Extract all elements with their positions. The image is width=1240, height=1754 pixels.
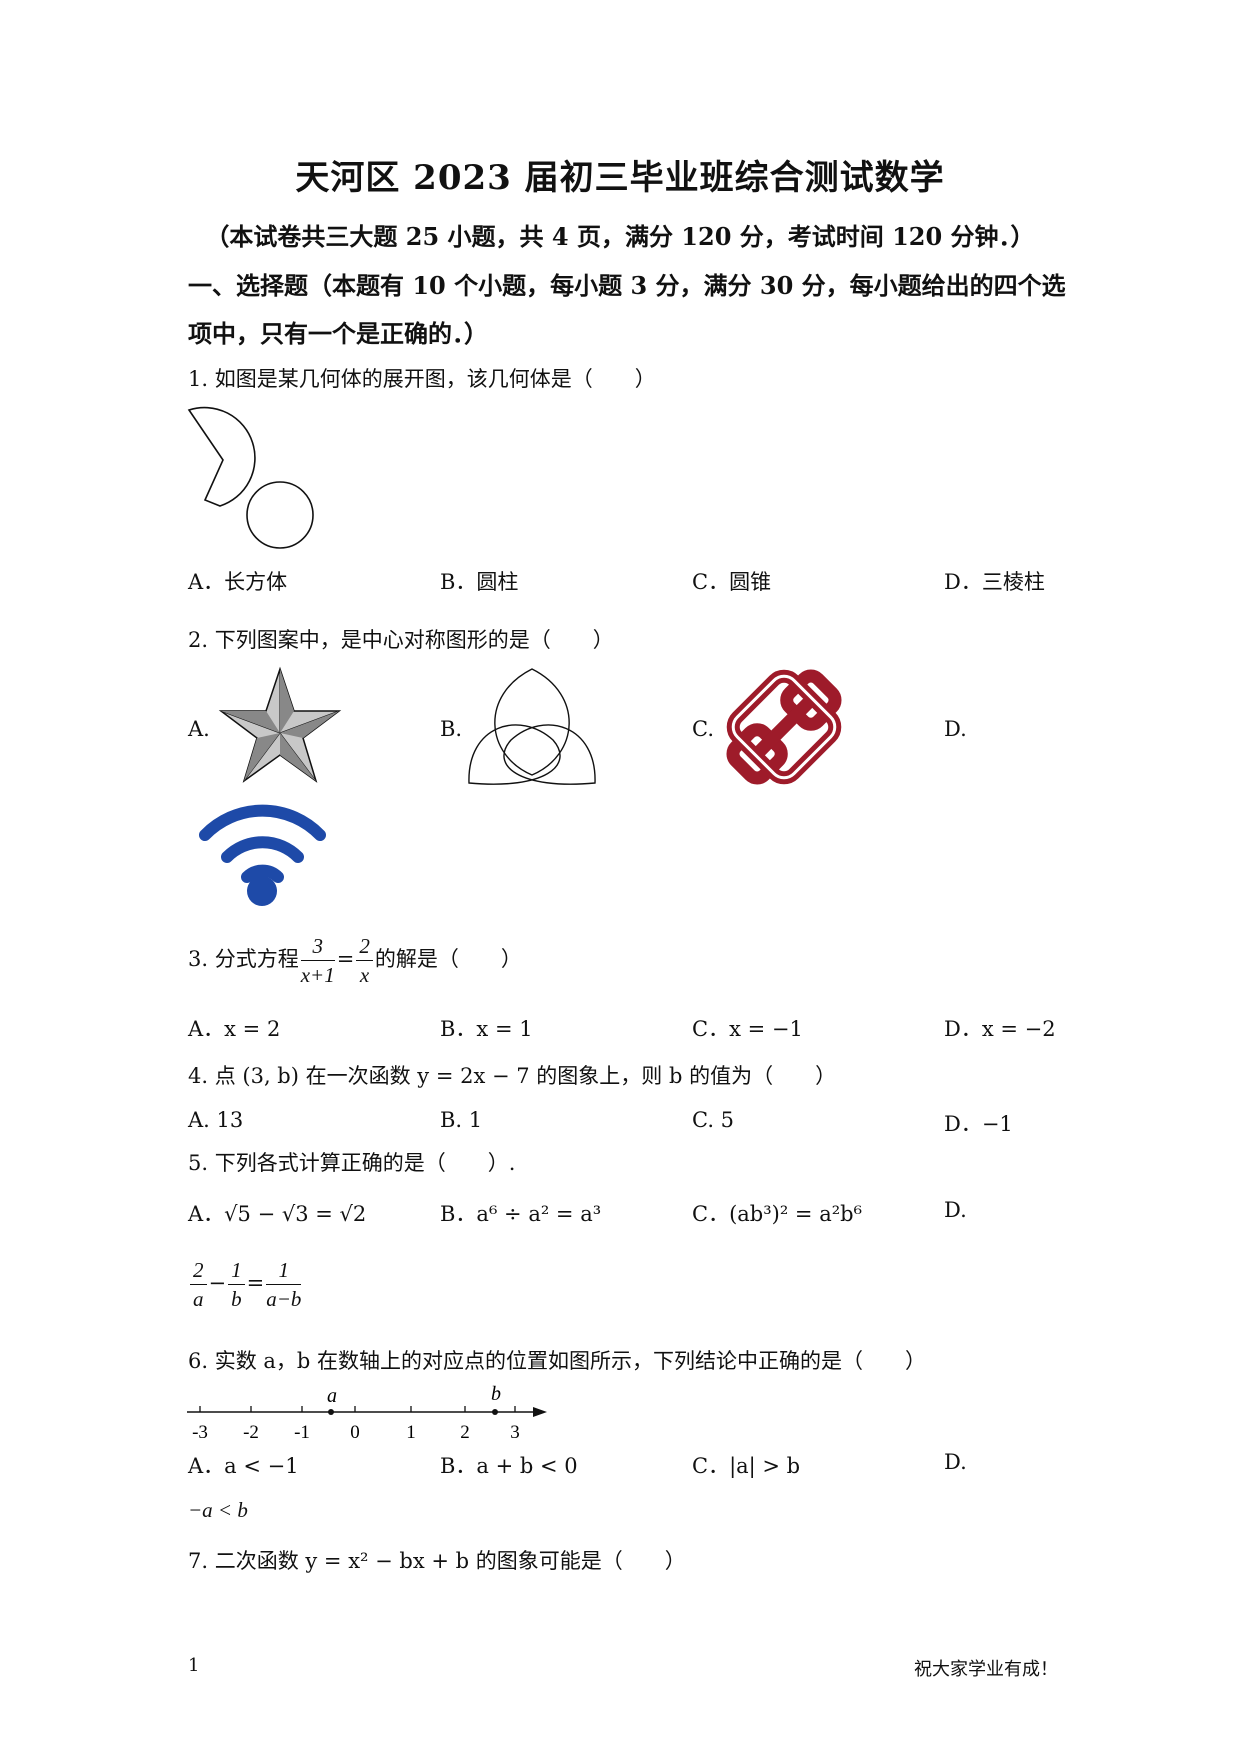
q2-option-b[interactable]: B. [440, 717, 463, 741]
question-2: 2. 下列图案中，是中心对称图形的是（ ） [188, 628, 614, 652]
q5-option-c[interactable]: C．(ab³)² = a²b⁶ [692, 1202, 862, 1226]
q3-equals: = [336, 947, 355, 971]
q3-option-b[interactable]: B．x = 1 [440, 1017, 533, 1041]
q5-option-a[interactable]: A．√5 − √3 = √2 [188, 1202, 367, 1226]
q1-option-d[interactable]: D．三棱柱 [944, 570, 1045, 594]
question-1: 1. 如图是某几何体的展开图，该几何体是（ ） [188, 367, 656, 391]
triquetra-icon [468, 668, 596, 785]
q5d-den-3: a−b [266, 1287, 302, 1311]
q5d-equals: = [246, 1271, 265, 1295]
q5d-num-1: 2 [190, 1256, 207, 1285]
q3-option-d[interactable]: D．x = −2 [944, 1017, 1056, 1041]
section-heading: 一、选择题（本题有 10 个小题，每小题 3 分，满分 30 分，每小题给出的四… [188, 271, 1066, 348]
tick-label: -1 [294, 1422, 310, 1443]
net-diagram [187, 406, 314, 549]
question-7: 7. 二次函数 y = x² − bx + b 的图象可能是（ ） [188, 1549, 686, 1573]
q4-option-b[interactable]: B. 1 [440, 1108, 483, 1132]
tick-label: -2 [243, 1422, 259, 1443]
footer-slogan: 祝大家学业有成！ [914, 1659, 1058, 1680]
q3-suffix: 的解是（ ） [374, 947, 522, 971]
q5d-num-2: 1 [228, 1256, 245, 1285]
knot-logo-icon [726, 669, 842, 785]
q3-den-1: x+1 [300, 963, 335, 987]
question-6: 6. 实数 a，b 在数轴上的对应点的位置如图所示，下列结论中正确的是（ ） [188, 1349, 927, 1373]
q4-option-a[interactable]: A. 13 [188, 1108, 244, 1132]
exam-title: 天河区 2023 届初三毕业班综合测试数学 [295, 158, 945, 198]
tick-label: -3 [192, 1422, 208, 1443]
tick-label: 1 [406, 1422, 416, 1443]
q1-option-b[interactable]: B．圆柱 [440, 570, 519, 594]
q5d-num-3: 1 [266, 1256, 302, 1285]
q6-option-c[interactable]: C．|a| > b [692, 1454, 801, 1478]
tick-label: 0 [350, 1422, 360, 1443]
q3-den-2: x [359, 963, 370, 987]
tick-label: 3 [510, 1422, 520, 1443]
number-line: -3 -2 -1 0 1 2 3 a b [187, 1383, 547, 1443]
q3-num-2: 2 [356, 932, 373, 961]
q5-option-d[interactable]: D. [944, 1198, 967, 1222]
q2-option-d[interactable]: D. [944, 717, 967, 741]
q1-option-a[interactable]: A．长方体 [188, 570, 288, 594]
page-number: 1 [188, 1655, 200, 1676]
q3-prefix: 3. 分式方程 [188, 947, 299, 971]
q1-option-c[interactable]: C．圆锥 [692, 570, 772, 594]
question-5: 5. 下列各式计算正确的是（ ）. [188, 1151, 516, 1175]
q3-option-a[interactable]: A．x = 2 [188, 1017, 281, 1041]
q5-option-b[interactable]: B．a⁶ ÷ a² = a³ [440, 1202, 602, 1226]
q5d-den-1: a [193, 1287, 204, 1311]
q4-option-d[interactable]: D．−1 [944, 1112, 1013, 1136]
wifi-icon [199, 804, 326, 906]
q2-option-a[interactable]: A. [188, 717, 210, 741]
q3-option-c[interactable]: C．x = −1 [692, 1017, 803, 1041]
q5d-minus: − [208, 1271, 227, 1295]
q3-num-1: 3 [300, 932, 335, 961]
q6-option-b[interactable]: B．a + b < 0 [440, 1454, 578, 1478]
q6-option-d[interactable]: D. [944, 1450, 967, 1474]
q2-option-c[interactable]: C. [692, 717, 714, 741]
q5d-den-2: b [231, 1287, 242, 1311]
q6-option-a[interactable]: A．a < −1 [188, 1454, 299, 1478]
point-b-label: b [491, 1383, 501, 1405]
q4-option-c[interactable]: C. 5 [692, 1108, 735, 1132]
q6-option-d-expression: −a < b [188, 1498, 248, 1522]
question-4: 4. 点 (3, b) 在一次函数 y = 2x − 7 的图象上，则 b 的值… [188, 1064, 837, 1088]
point-a-label: a [327, 1385, 337, 1407]
number-line-ticks: -3 -2 -1 0 1 2 3 [192, 1406, 520, 1443]
tick-label: 2 [460, 1422, 470, 1443]
star-icon [218, 666, 342, 783]
exam-subtitle: （本试卷共三大题 25 小题，共 4 页，满分 120 分，考试时间 120 分… [205, 222, 1035, 251]
